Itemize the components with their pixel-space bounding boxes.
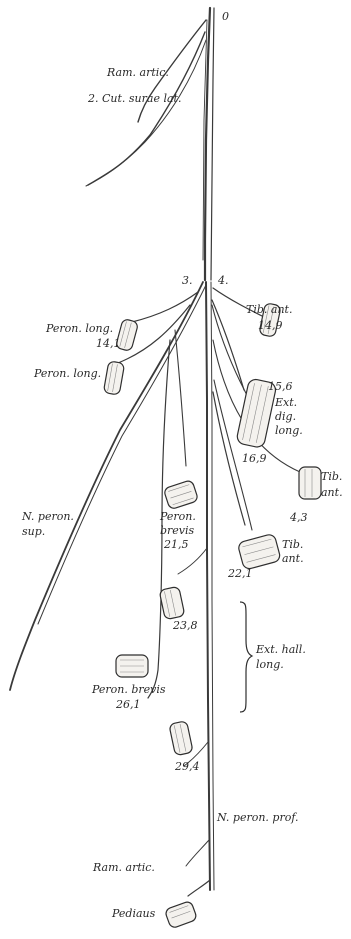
- label-tib-ant-1-value: 14,9: [258, 319, 283, 332]
- label-ext-dig-2: dig.: [275, 410, 296, 423]
- label-branch-3: 3.: [182, 274, 193, 287]
- label-ram-artic-bottom: Ram. artic.: [92, 861, 155, 874]
- label-peron-brevis-1a: Peron.: [159, 510, 196, 523]
- muscle-ext-hall-1: [159, 586, 185, 620]
- label-ram-artic-top: Ram. artic.: [106, 66, 169, 79]
- label-n-peron-sup-2: sup.: [22, 525, 45, 538]
- label-value-29-4: 29,4: [174, 760, 200, 773]
- main-nerve-trunk: [203, 8, 214, 890]
- label-ext-hall-1: Ext. hall.: [255, 643, 306, 656]
- label-tib-ant-1: Tib. ant.: [246, 303, 292, 316]
- label-tib-ant-2a: Tib.: [321, 470, 342, 483]
- label-pediaus: Pediaus: [111, 907, 156, 920]
- label-peron-brevis-1b: brevis: [160, 524, 195, 537]
- label-peron-long-2: Peron. long.: [33, 367, 101, 380]
- label-ext-dig-3: long.: [275, 424, 303, 437]
- label-top-zero: 0: [222, 10, 229, 23]
- muscle-pediaus: [164, 900, 197, 928]
- label-n-peron-sup-1: N. peron.: [21, 510, 74, 523]
- label-peron-long-1-value: 14,1: [96, 337, 121, 350]
- label-tib-ant-2b: ant.: [321, 486, 343, 499]
- label-ext-dig-value-2: 16,9: [242, 452, 267, 465]
- label-ext-hall-2: long.: [256, 658, 284, 671]
- label-peron-brevis-2: Peron. brevis: [91, 683, 166, 696]
- muscle-peron-brevis-1: [163, 480, 198, 510]
- label-value-22-1: 22,1: [227, 567, 253, 580]
- muscle-tib-ant-3: [237, 533, 281, 570]
- muscle-peron-long-2: [103, 361, 124, 395]
- muscle-peron-brevis-2: [116, 655, 148, 677]
- label-cut-surae: 2. Cut. surae lat.: [87, 92, 181, 105]
- label-peron-brevis-2-value: 26,1: [115, 698, 141, 711]
- label-value-23-8: 23,8: [172, 619, 198, 632]
- label-n-peron-prof: N. peron. prof.: [216, 811, 299, 824]
- labels: 0 Ram. artic. 2. Cut. surae lat. 3. 4. P…: [21, 10, 343, 920]
- label-peron-long-1: Peron. long.: [45, 322, 113, 335]
- label-tib-ant-3a: Tib.: [282, 538, 303, 551]
- label-peron-brevis-1-value: 21,5: [163, 538, 189, 551]
- label-tib-ant-3b: ant.: [282, 552, 304, 565]
- label-ext-dig-1: Ext.: [274, 396, 297, 409]
- label-ext-dig-value-1: 15,6: [268, 380, 293, 393]
- ext-hall-brace: [240, 602, 252, 712]
- muscle-ext-hall-2: [169, 721, 193, 756]
- label-branch-4: 4.: [217, 274, 229, 287]
- label-value-4-3: 4,3: [289, 511, 308, 524]
- muscle-tib-ant-2: [299, 467, 321, 499]
